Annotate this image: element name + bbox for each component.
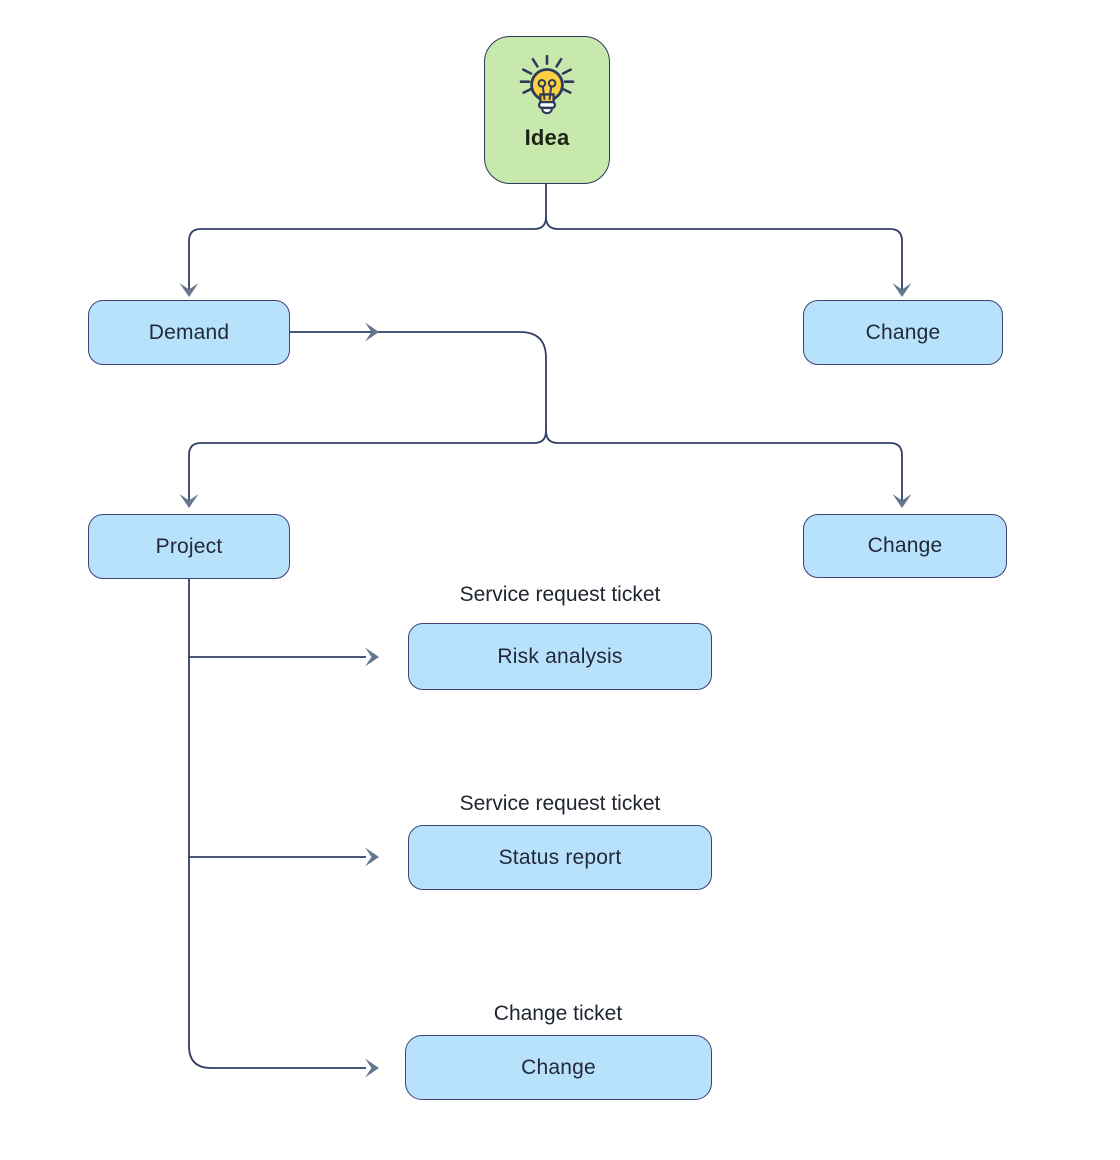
node-change-bottom-label: Change — [521, 1055, 596, 1079]
arrowhead-right-icon — [365, 322, 379, 342]
arrowhead-down-icon — [892, 494, 912, 508]
node-demand-label: Demand — [148, 320, 230, 344]
edge-idea-demand — [179, 184, 547, 297]
arrowhead-down-icon — [179, 283, 199, 297]
arrowhead-down-icon — [179, 494, 199, 508]
arrowhead-down-icon — [892, 283, 912, 297]
node-change-top: Change — [803, 300, 1003, 365]
node-change-mid: Change — [803, 514, 1007, 578]
node-project-label: Project — [155, 534, 223, 558]
edge-demand-trunk — [290, 322, 547, 431]
node-demand: Demand — [88, 300, 290, 365]
node-status-report: Status report — [408, 825, 712, 890]
edge-project-status — [189, 847, 379, 867]
edge-idea-change-top — [545, 216, 912, 297]
caption-service-request-ticket-2: Service request ticket — [459, 792, 661, 815]
caption-change-ticket: Change ticket — [493, 1002, 623, 1025]
node-status-report-label: Status report — [498, 845, 622, 869]
node-risk-analysis-label: Risk analysis — [497, 644, 623, 668]
edge-project-risk — [189, 647, 379, 667]
node-idea: Idea — [484, 36, 610, 184]
node-idea-label: Idea — [524, 125, 570, 150]
node-change-mid-label: Change — [867, 534, 943, 557]
arrowhead-right-icon — [365, 647, 379, 667]
arrowhead-right-icon — [365, 1058, 379, 1078]
arrowhead-right-icon — [365, 847, 379, 867]
node-change-top-label: Change — [865, 320, 941, 344]
edge-project-change-bottom — [188, 579, 379, 1078]
edge-split-project — [179, 430, 547, 508]
edge-split-change-mid — [545, 430, 912, 508]
caption-service-request-ticket-1: Service request ticket — [459, 583, 661, 606]
node-project: Project — [88, 514, 290, 579]
node-change-bottom: Change — [405, 1035, 712, 1100]
lightbulb-icon — [519, 54, 575, 115]
node-risk-analysis: Risk analysis — [408, 623, 712, 690]
